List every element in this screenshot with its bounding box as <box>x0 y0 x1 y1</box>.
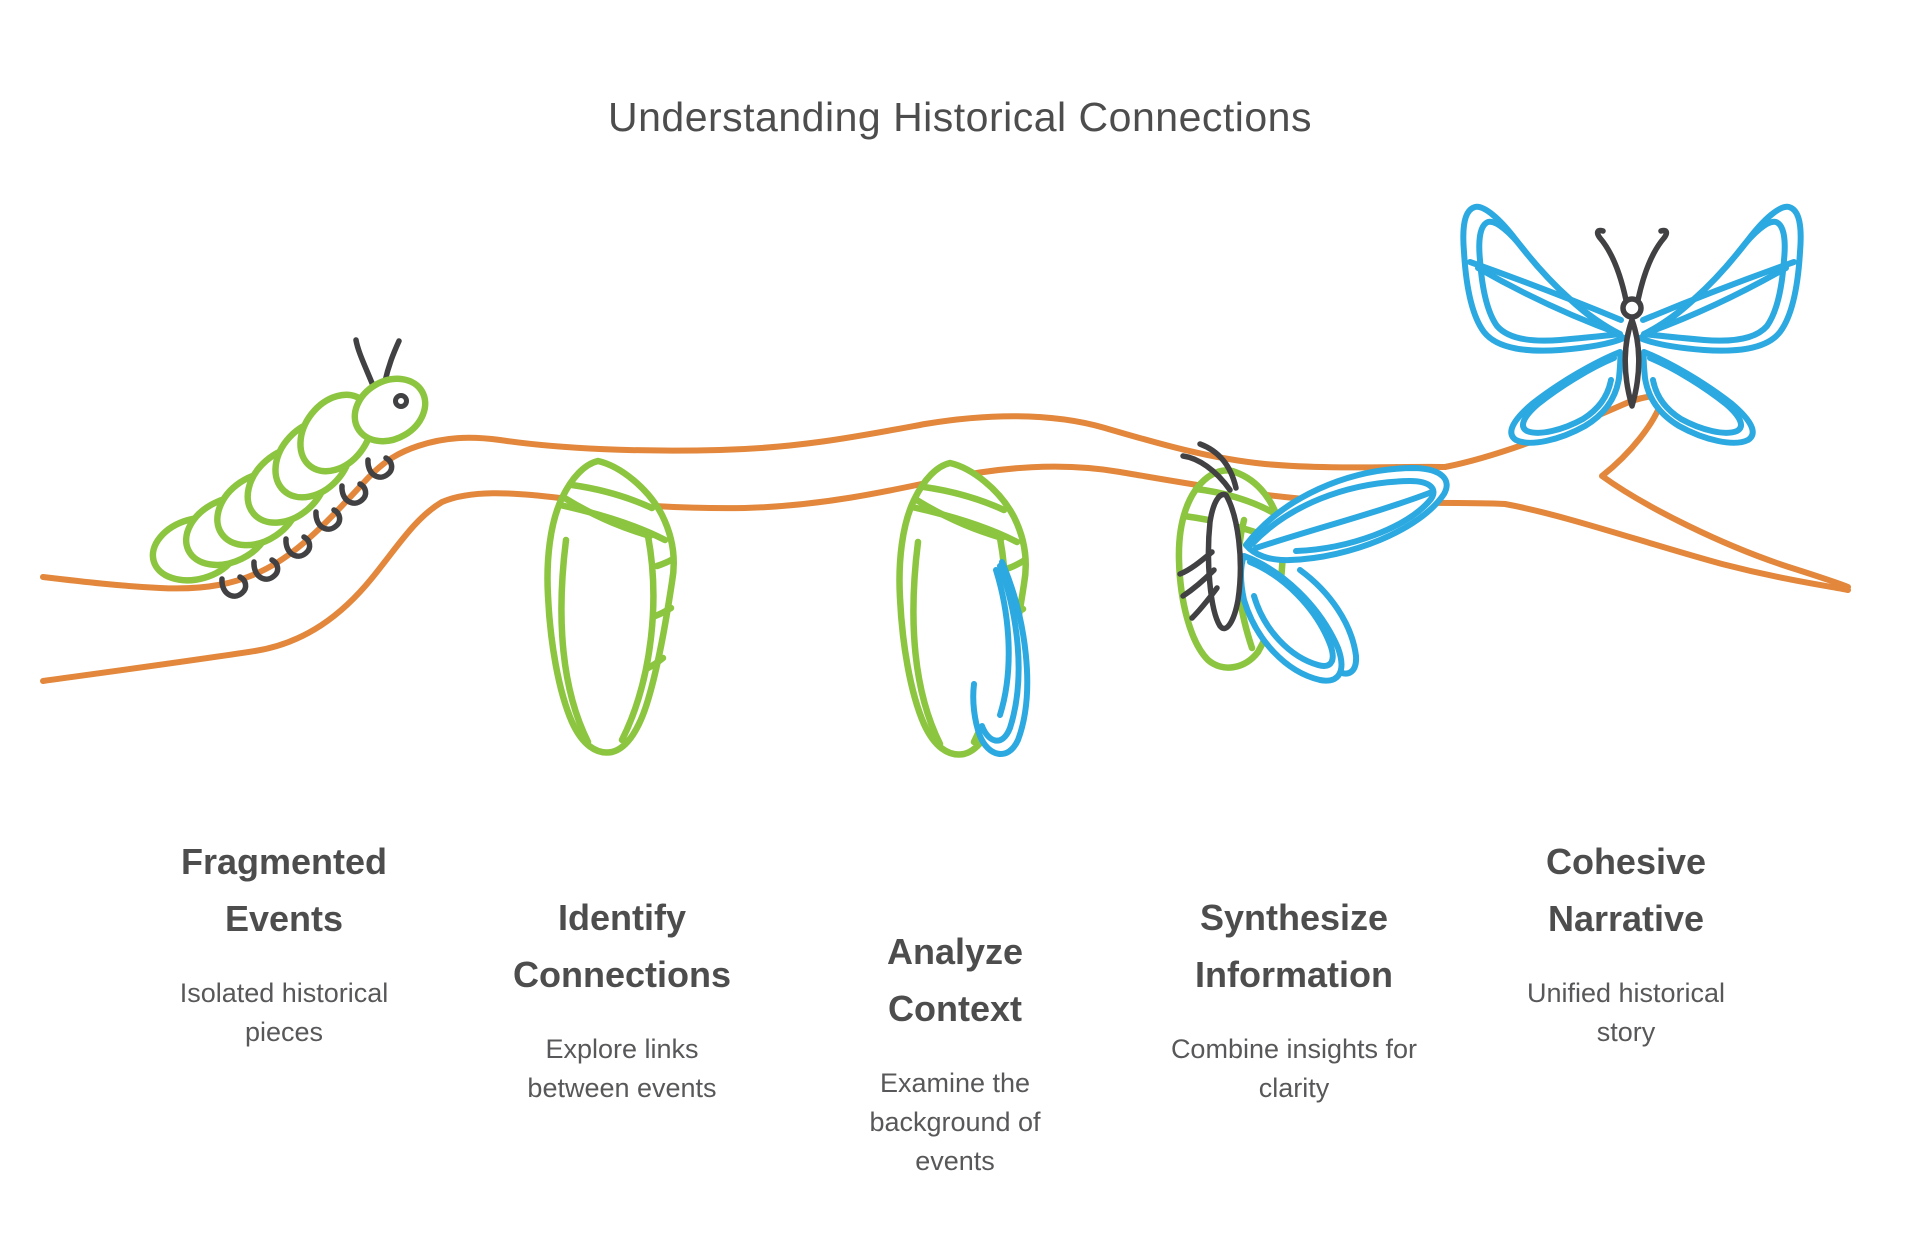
emerging-wings <box>1238 465 1450 684</box>
stage-label: Cohesive Narrative <box>1545 841 1707 939</box>
antenna <box>1594 227 1629 303</box>
caterpillar-body <box>149 337 429 584</box>
stage-synthesize-information: Synthesize Information Combine insights … <box>1144 890 1444 1108</box>
stage-description: Combine insights for clarity <box>1170 1033 1418 1103</box>
chrysalis-emerging-illustration <box>896 459 1031 758</box>
stage-cohesive-narrative: Cohesive Narrative Unified historical st… <box>1496 834 1756 1052</box>
butterfly-body <box>1594 227 1670 409</box>
caterpillar-legs <box>219 455 395 599</box>
emerging-butterfly-illustration <box>1175 441 1450 684</box>
branch-top-edge <box>40 393 1851 592</box>
caterpillar-illustration <box>149 337 429 599</box>
leg <box>1180 567 1217 599</box>
caterpillar-head <box>351 375 429 445</box>
stage-description: Isolated historical pieces <box>179 977 389 1047</box>
antenna <box>1197 441 1239 491</box>
butterfly-abdomen <box>1622 317 1642 409</box>
stage-fragmented-events: Fragmented Events Isolated historical pi… <box>134 834 434 1052</box>
stage-identify-connections: Identify Connections Explore links betwe… <box>482 890 762 1108</box>
stage-description: Unified historical story <box>1526 977 1726 1047</box>
leg <box>1177 549 1215 577</box>
stage-label: Synthesize Information <box>1195 897 1393 995</box>
stage-description: Examine the background of events <box>869 1067 1041 1176</box>
butterfly-head <box>1620 296 1644 320</box>
butterfly-illustration <box>1460 203 1804 446</box>
stage-label: Identify Connections <box>512 897 731 995</box>
body-outline <box>1205 491 1244 632</box>
leg <box>1189 585 1220 621</box>
stage-analyze-context: Analyze Context Examine the background o… <box>840 924 1070 1180</box>
emerging-wingtip <box>970 559 1031 757</box>
caterpillar-antenna-left <box>353 337 377 391</box>
branch-bottom-edge <box>40 463 1851 684</box>
branch-illustration <box>40 393 1851 684</box>
butterfly-wings <box>1460 203 1804 446</box>
lower-wing <box>1238 553 1345 684</box>
lower-wing-right <box>1640 349 1756 446</box>
antenna <box>1635 227 1670 303</box>
butterfly-body <box>1177 441 1244 632</box>
stage-label: Analyze Context <box>886 931 1024 1029</box>
antenna <box>1180 453 1233 493</box>
lower-wing-left <box>1508 349 1624 446</box>
stage-label: Fragmented Events <box>180 841 388 939</box>
chrysalis-illustration <box>544 457 677 756</box>
diagram-title: Understanding Historical Connections <box>608 94 1312 140</box>
caterpillar-eye <box>393 393 409 409</box>
stage-description: Explore links between events <box>527 1033 717 1103</box>
